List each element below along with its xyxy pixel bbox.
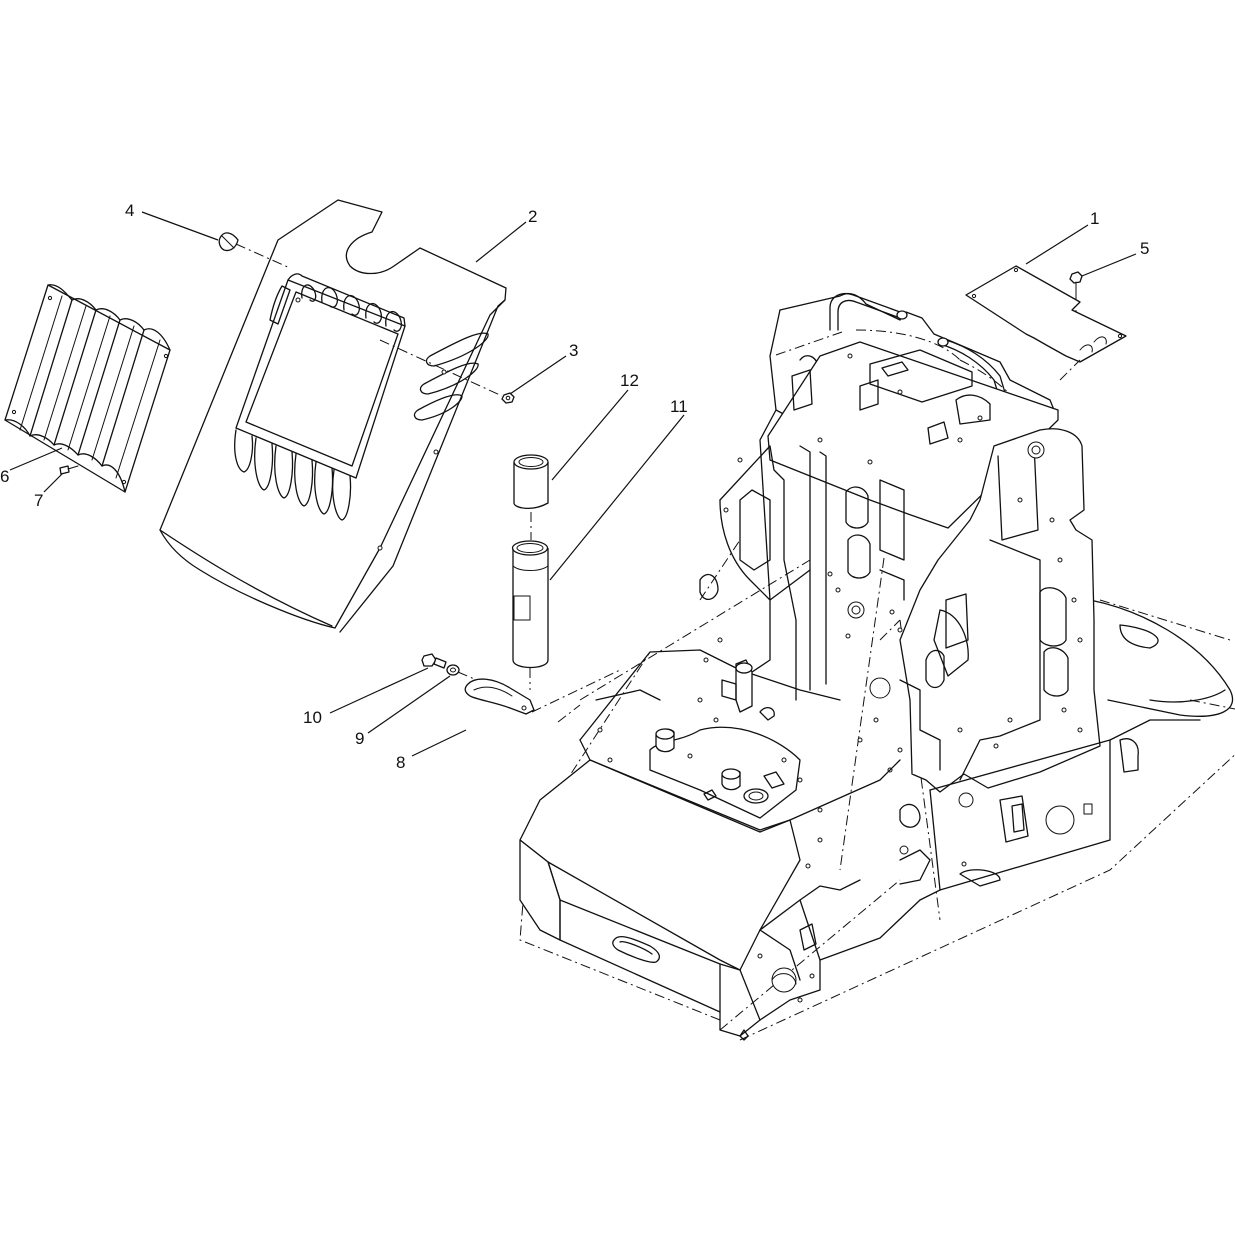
centerline-3	[379, 339, 503, 397]
cover-shroud-part-2	[159, 199, 507, 633]
centerline-8	[531, 669, 621, 713]
callout-1: 1	[1090, 209, 1099, 228]
leader-6	[9, 447, 63, 471]
screw-part-7	[59, 465, 79, 475]
screw-part-5	[1069, 271, 1083, 291]
nut-part-3	[501, 392, 515, 404]
leader-3	[509, 355, 567, 395]
leader-10	[329, 667, 429, 714]
callout-6: 6	[0, 467, 9, 486]
callout-2: 2	[528, 207, 537, 226]
centerline-4	[235, 243, 291, 269]
bolt-part-10	[421, 653, 447, 669]
leader-8	[411, 729, 467, 757]
leader-9	[367, 675, 451, 734]
callout-3: 3	[569, 341, 578, 360]
leader-11	[549, 414, 685, 581]
callout-7: 7	[34, 491, 43, 510]
leader-2	[475, 221, 527, 263]
callout-5: 5	[1140, 239, 1149, 258]
sleeve-part-12	[513, 454, 549, 509]
callout-12: 12	[620, 371, 639, 390]
leader-5	[1081, 253, 1137, 277]
leader-lines	[9, 211, 1137, 757]
callout-10: 10	[303, 708, 322, 727]
callout-11: 11	[670, 397, 688, 416]
clamp-part-8	[464, 678, 535, 715]
plug-part-4	[218, 232, 239, 252]
leader-12	[551, 389, 629, 481]
callout-4: 4	[125, 201, 134, 220]
leader-7	[43, 473, 63, 493]
main-frame	[519, 292, 1235, 1041]
tube-part-11	[511, 540, 549, 669]
callout-labels: 1 2 3 4 5 6 7 8 9 10 11 12	[0, 201, 1149, 772]
plate-part-1	[965, 265, 1127, 363]
callout-8: 8	[396, 753, 405, 772]
leader-4	[141, 211, 219, 241]
grille-panel-part-6	[4, 284, 171, 493]
leader-1	[1025, 224, 1089, 265]
callout-9: 9	[355, 729, 364, 748]
washer-part-9	[446, 664, 460, 676]
